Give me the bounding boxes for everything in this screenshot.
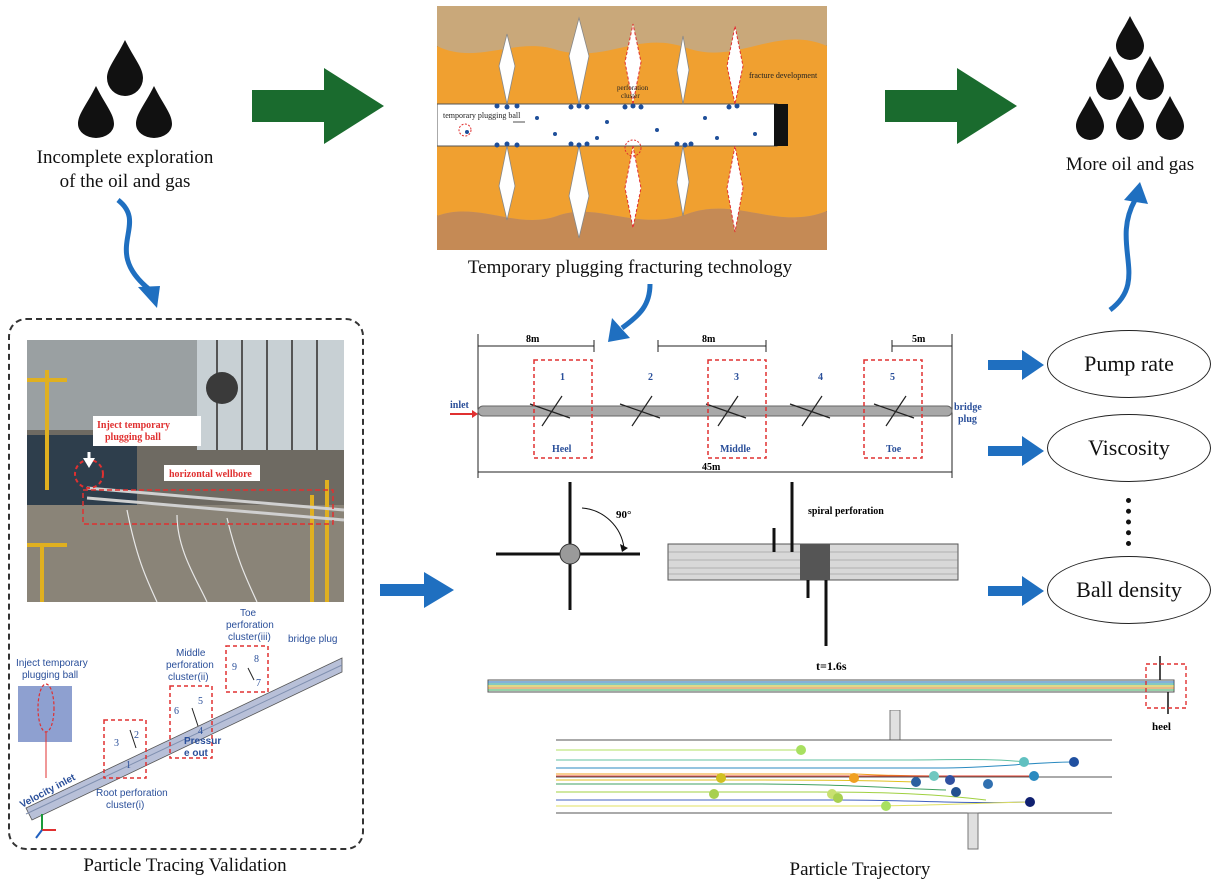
heel-label: heel	[1152, 721, 1171, 733]
dim-right-label: 5m	[912, 334, 926, 345]
inlet-label: inlet	[450, 400, 470, 411]
cluster-num-3: 3	[734, 372, 739, 383]
schematic-toe-line1: Toe	[240, 608, 257, 619]
angle-label: 90°	[616, 509, 631, 521]
ellipsis-dots	[1126, 498, 1131, 546]
schematic-num-3: 3	[114, 738, 119, 749]
schematic-root-line2: cluster(i)	[106, 800, 144, 811]
schematic-num-7: 7	[256, 678, 261, 689]
experiment-photo: Inject temporary plugging ball horizonta…	[27, 340, 344, 602]
photo-wellbore-label: horizontal wellbore	[169, 469, 252, 480]
schematic-pressure-line2: e out	[184, 748, 209, 759]
schematic-num-2: 2	[134, 730, 139, 741]
ball-density-oval: Ball density	[1047, 556, 1211, 624]
cluster-num-1: 1	[560, 372, 565, 383]
fracturing-diagram: temporary plugging ball perforation clus…	[437, 6, 827, 250]
schematic-inject-line2: plugging ball	[22, 670, 78, 681]
blue-arrow-center	[380, 572, 454, 608]
temporary-plugging-ball-label: temporary plugging ball	[443, 111, 521, 120]
wellbore-schematic: Inject temporary plugging ball Velocity …	[16, 608, 343, 839]
schematic-middle-line3: cluster(ii)	[168, 672, 209, 683]
dim-total-label: 45m	[702, 462, 721, 473]
time-label: t=1.6s	[816, 659, 847, 673]
more-oil-gas-caption: More oil and gas	[1065, 154, 1195, 175]
bridge-plug-label-2: plug	[958, 414, 977, 425]
perforation-detail: 90° spiral perforation	[496, 482, 959, 646]
green-arrow-right	[885, 68, 1017, 144]
viscosity-oval: Viscosity	[1047, 414, 1211, 482]
cluster-num-2: 2	[648, 372, 653, 383]
schematic-middle-line1: Middle	[176, 648, 206, 659]
schematic-num-5: 5	[198, 696, 203, 707]
schematic-num-6: 6	[174, 706, 179, 717]
pump-rate-oval: Pump rate	[1047, 330, 1211, 398]
oil-drops-right-icon	[1076, 16, 1184, 140]
param-arrow-1	[988, 350, 1044, 380]
bridge-plug-label-1: bridge	[954, 402, 982, 413]
schematic-toe-line3: cluster(iii)	[228, 632, 271, 643]
schematic-num-4: 4	[198, 726, 203, 737]
perforation-cluster-label-2: cluster	[621, 92, 640, 100]
photo-inject-label: Inject temporary	[97, 420, 170, 431]
schematic-num-9: 9	[232, 662, 237, 673]
trajectory-strip: t=1.6s heel	[487, 656, 1187, 733]
oil-drops-left-icon	[78, 40, 172, 138]
schematic-middle-line2: perforation	[166, 660, 214, 671]
zone-toe: Toe	[886, 444, 902, 455]
cluster-num-5: 5	[890, 372, 895, 383]
perforation-cluster-label-1: perforation	[617, 84, 649, 92]
trajectory-zoom	[556, 710, 1112, 850]
spiral-perforation-label: spiral perforation	[808, 506, 884, 517]
schematic-root-line1: Root perforation	[96, 788, 168, 799]
dim-left-label: 8m	[526, 334, 540, 345]
schematic-num-8: 8	[254, 654, 259, 665]
dim-mid-label: 8m	[702, 334, 716, 345]
zone-heel: Heel	[552, 444, 572, 455]
svg-text:plugging ball: plugging ball	[105, 432, 161, 443]
validation-panel	[8, 318, 364, 850]
schematic-num-1: 1	[126, 760, 131, 771]
fracturing-technology-caption: Temporary plugging fracturing technology	[467, 257, 793, 278]
zone-middle: Middle	[720, 444, 751, 455]
wellbore-diagram: 8m 8m 5m 1 2 3 4 5 Heel Middle Toe inlet…	[450, 334, 982, 478]
schematic-bridge-plug: bridge plug	[288, 634, 337, 645]
cluster-num-4: 4	[818, 372, 823, 383]
schematic-inject-line1: Inject temporary	[16, 658, 88, 669]
incomplete-exploration-caption: Incomplete exploration of the oil and ga…	[36, 147, 214, 192]
schematic-toe-line2: perforation	[226, 620, 274, 631]
param-arrow-3	[988, 576, 1044, 606]
green-arrow-left	[252, 68, 384, 144]
validation-caption: Particle Tracing Validation	[83, 855, 287, 876]
schematic-pressure-line1: Pressur	[184, 736, 221, 747]
trajectory-caption: Particle Trajectory	[789, 859, 931, 880]
fracture-development-label: fracture development	[749, 71, 818, 80]
param-arrow-2	[988, 436, 1044, 466]
